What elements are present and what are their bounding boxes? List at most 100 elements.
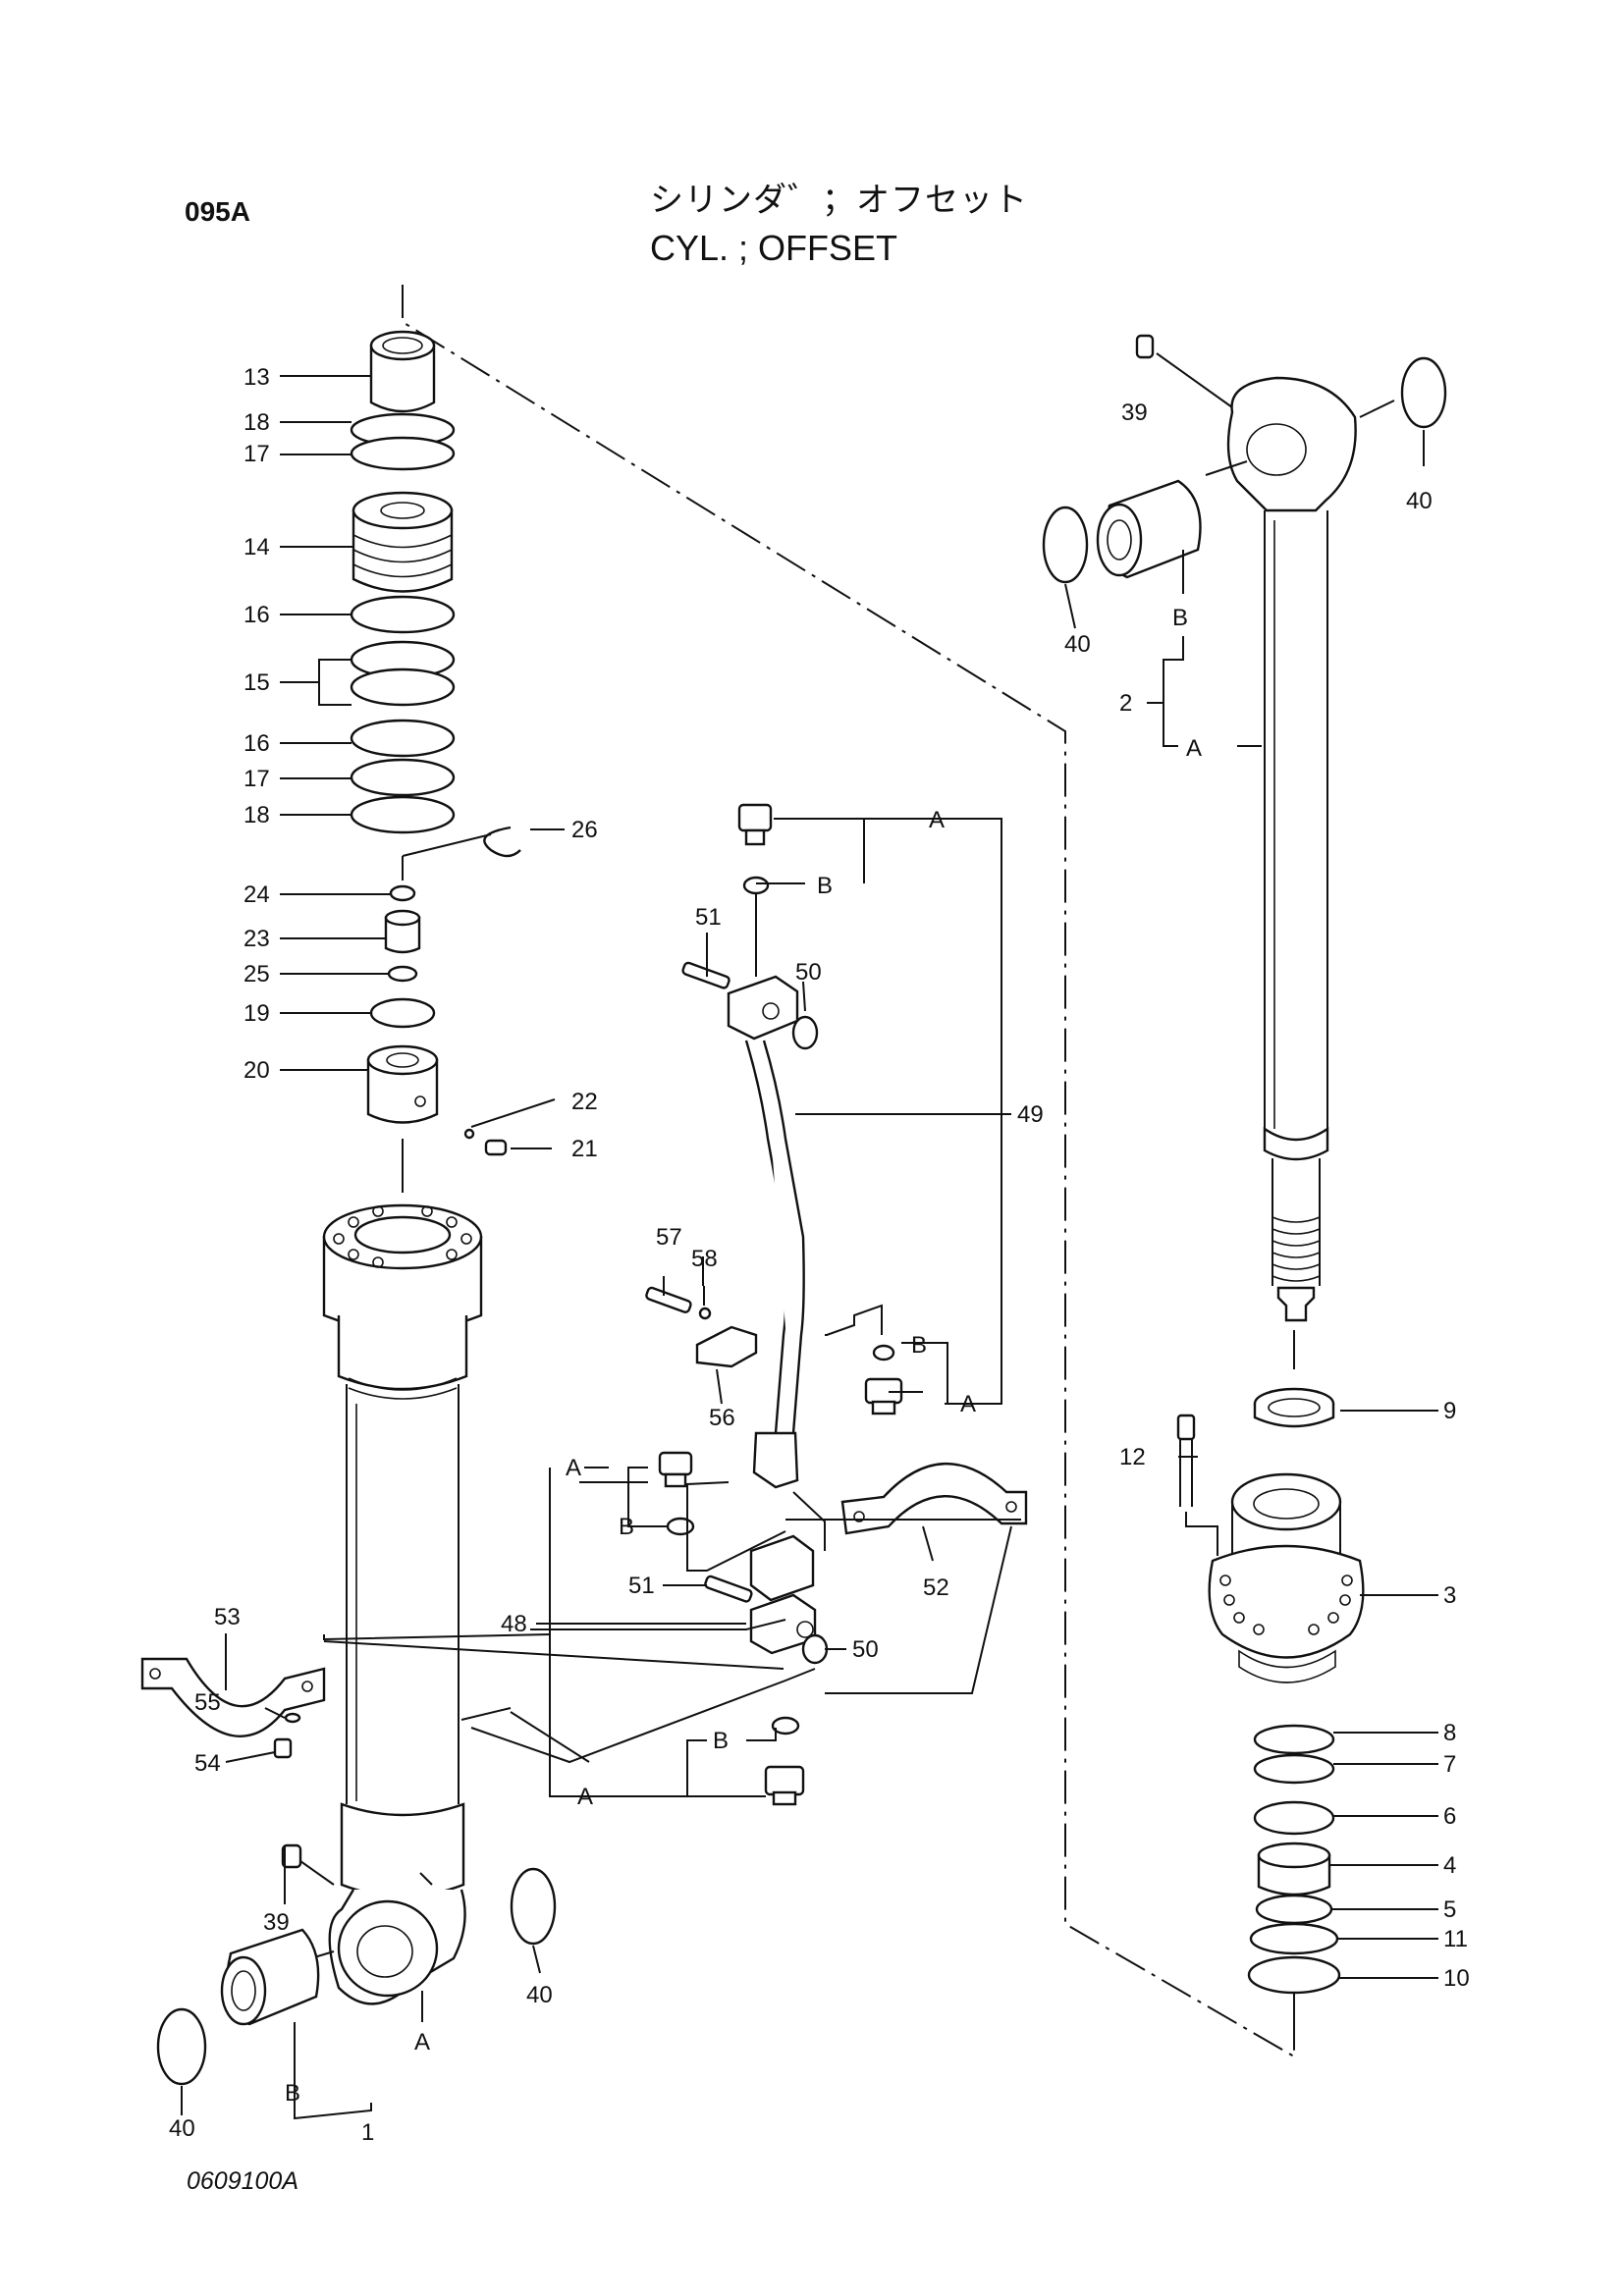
pipe-49-assembly	[658, 803, 903, 1806]
plug-top	[737, 803, 773, 846]
clamp-56	[645, 1286, 758, 1368]
part-17-ring-lower	[350, 758, 456, 797]
page-code: 095A	[185, 196, 250, 227]
part-6-ring	[1253, 1800, 1335, 1836]
label-12: 12	[1119, 1444, 1146, 1470]
label-5: 5	[1443, 1896, 1456, 1923]
part-17-ring	[350, 436, 456, 471]
part-12-bolt	[1176, 1414, 1218, 1556]
label-16b: 16	[243, 730, 270, 757]
part-19-o-ring	[369, 997, 436, 1029]
label-4: 4	[1443, 1852, 1456, 1879]
part-8-ring	[1253, 1724, 1335, 1755]
part-39-grease-nipple-left	[281, 1843, 335, 1886]
label-A-low: A	[577, 1784, 593, 1810]
part-50-o-ring-lower	[801, 1633, 829, 1665]
part-25-washer	[387, 965, 418, 983]
title-english: CYL. ; OFFSET	[650, 228, 898, 268]
label-24: 24	[243, 881, 270, 908]
part-58-washer	[698, 1307, 712, 1320]
part-40-ring-top-right	[1400, 356, 1447, 429]
label-A-top: A	[929, 807, 945, 833]
label-25: 25	[243, 961, 270, 988]
label-A-bottom: A	[414, 2029, 430, 2056]
label-B-top: B	[817, 873, 833, 899]
part-20-piston	[366, 1044, 439, 1124]
label-B-bottom: B	[285, 2080, 300, 2107]
label-2: 2	[1119, 690, 1132, 717]
rod-eye-bushing-set	[156, 1843, 557, 2086]
part-40-ring-mid-left	[1042, 506, 1089, 584]
label-A-rod: A	[1186, 735, 1202, 762]
label-B-right: B	[911, 1332, 927, 1359]
label-39-top: 39	[1121, 400, 1148, 426]
label-3: 3	[1443, 1582, 1456, 1609]
callout-labels: 13 18 17 14 16 15 16 17 18 26 24 23 25 1…	[169, 364, 1470, 2146]
part-13-bushing	[369, 330, 436, 413]
part-16-ring-lower	[350, 719, 456, 758]
part-23-collar	[384, 909, 421, 954]
label-23: 23	[243, 926, 270, 952]
label-54: 54	[194, 1750, 221, 1777]
part-55-washer	[284, 1712, 301, 1724]
drawing-id: 0609100A	[187, 2167, 299, 2195]
label-48: 48	[501, 1611, 527, 1637]
label-39-low: 39	[263, 1909, 290, 1936]
part-5-ring	[1255, 1894, 1333, 1925]
part-bushing-upper-right	[1096, 479, 1202, 579]
plug-lower	[764, 1716, 805, 1806]
label-16: 16	[243, 602, 270, 628]
part-15-ring-b	[350, 667, 456, 707]
piston-seal-stack	[350, 330, 521, 1193]
part-39-grease-nipple-right	[1135, 334, 1233, 408]
o-ring-top-B	[742, 876, 770, 895]
part-16-ring-upper	[350, 595, 456, 634]
label-56: 56	[709, 1405, 735, 1431]
cylinder-tube-assembly	[294, 1203, 483, 2005]
label-19: 19	[243, 1000, 270, 1027]
label-14: 14	[243, 534, 270, 561]
pipe-leader-lines	[323, 818, 1021, 1797]
label-18: 18	[243, 409, 270, 436]
label-49: 49	[1017, 1101, 1044, 1128]
label-6: 6	[1443, 1803, 1456, 1830]
label-58: 58	[691, 1246, 718, 1272]
label-50-low: 50	[852, 1636, 879, 1663]
part-7-ring	[1253, 1753, 1335, 1785]
label-40-low-left: 40	[169, 2115, 195, 2142]
part-9-dust-seal	[1253, 1387, 1335, 1428]
label-A-right: A	[960, 1391, 976, 1417]
rod-gland-assembly	[1176, 1387, 1365, 1995]
label-B-left: B	[619, 1514, 634, 1540]
part-11-ring	[1249, 1922, 1339, 1955]
part-24-ring	[389, 884, 416, 902]
label-10: 10	[1443, 1965, 1470, 1992]
label-B-rod: B	[1172, 605, 1188, 631]
label-8: 8	[1443, 1720, 1456, 1746]
part-18-ring-lower	[350, 795, 456, 834]
part-40-ring-lower-left	[156, 2007, 207, 2086]
label-9: 9	[1443, 1398, 1456, 1424]
label-57: 57	[656, 1224, 682, 1251]
label-17b: 17	[243, 766, 270, 792]
label-40-low-right: 40	[526, 1982, 553, 2008]
label-18b: 18	[243, 802, 270, 828]
part-40-ring-lower-right	[510, 1867, 557, 1946]
part-14-nut	[352, 491, 454, 593]
part-21-set-screw	[484, 1139, 508, 1156]
label-22: 22	[571, 1089, 598, 1115]
label-51-top: 51	[695, 904, 722, 931]
label-21: 21	[571, 1136, 598, 1162]
part-50-o-ring-upper	[791, 1015, 819, 1050]
piston-rod-assembly	[1042, 334, 1447, 1369]
label-20: 20	[243, 1057, 270, 1084]
label-15: 15	[243, 669, 270, 696]
label-7: 7	[1443, 1751, 1456, 1778]
label-17: 17	[243, 441, 270, 467]
label-51-low: 51	[628, 1573, 655, 1599]
part-51-bolt-lower	[704, 1575, 753, 1603]
plug-right	[864, 1344, 903, 1415]
label-A-left: A	[566, 1455, 581, 1481]
part-22-ball	[463, 1128, 475, 1140]
